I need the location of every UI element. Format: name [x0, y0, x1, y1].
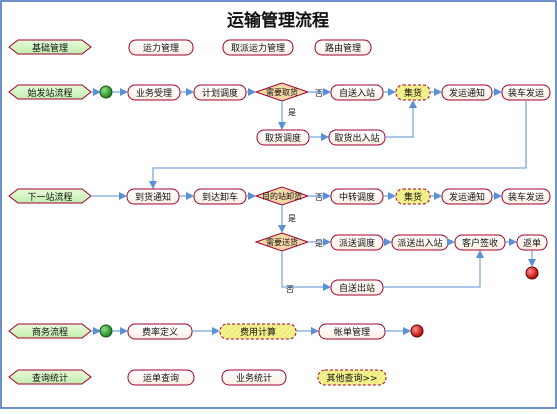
- lane-query-label: 查询统计: [32, 372, 68, 384]
- node-pickup-inbound[interactable]: 取货出入站: [328, 129, 386, 146]
- node-delivery-inout-label: 派送出入站: [397, 237, 442, 249]
- node-send-notice-origin[interactable]: 发运通知: [441, 84, 493, 101]
- node-load-ship-origin-label: 装车发运: [508, 87, 544, 99]
- node-fee-calc[interactable]: 费用计算: [219, 323, 297, 340]
- decision-need-delivery-label: 需要送货: [266, 237, 298, 247]
- node-plan-label: 计划调度: [202, 87, 238, 99]
- node-load-ship-next[interactable]: 装车发运: [501, 188, 551, 205]
- node-fee-calc-label: 费用计算: [240, 326, 276, 338]
- edge-label-no: 否: [315, 89, 323, 98]
- lane-business[interactable]: 商务流程: [8, 323, 92, 339]
- node-other-query-label: 其他查询>>: [326, 372, 377, 384]
- node-rate-define[interactable]: 费率定义: [127, 323, 193, 340]
- node-route-mgmt-label: 路由管理: [325, 42, 361, 54]
- connector: [383, 250, 484, 288]
- edge-label-yes: 是: [315, 239, 323, 248]
- diagram-title: 运输管理流程: [227, 10, 329, 31]
- node-route-mgmt[interactable]: 路由管理: [314, 39, 372, 56]
- start-node: [99, 324, 113, 338]
- node-bill-mgmt-label: 帐单管理: [334, 326, 370, 338]
- node-self-pickup[interactable]: 自送出站: [330, 279, 384, 296]
- edge-label-yes: 是: [288, 214, 296, 223]
- lane-query[interactable]: 查询统计: [8, 369, 92, 385]
- node-load-ship-next-label: 装车发运: [508, 191, 544, 203]
- node-other-query[interactable]: 其他查询>>: [317, 369, 387, 386]
- node-arrive-unload[interactable]: 到达卸车: [193, 188, 247, 205]
- node-return-doc-label: 返单: [523, 237, 541, 249]
- lane-basic[interactable]: 基础管理: [8, 39, 92, 55]
- node-arrival-notice-label: 到货通知: [135, 191, 171, 203]
- node-pickup-dispatch[interactable]: 取货调度: [256, 129, 310, 146]
- node-customer-sign[interactable]: 客户签收: [454, 234, 506, 251]
- node-load-ship-origin[interactable]: 装车发运: [501, 84, 551, 101]
- node-self-delivery[interactable]: 自送入站: [330, 84, 384, 101]
- node-accept-label: 业务受理: [136, 87, 172, 99]
- node-capacity-mgmt-label: 运力管理: [143, 42, 179, 54]
- end-node: [410, 324, 424, 338]
- node-return-doc[interactable]: 返单: [516, 234, 548, 251]
- node-send-notice-next-label: 发运通知: [449, 191, 485, 203]
- node-business-stats[interactable]: 业务统计: [221, 369, 287, 386]
- node-business-stats-label: 业务统计: [236, 372, 272, 384]
- lane-origin[interactable]: 始发站流程: [8, 84, 92, 100]
- edge-label-no: 否: [286, 285, 294, 294]
- node-arrival-notice[interactable]: 到货通知: [126, 188, 180, 205]
- node-consolidate-origin-label: 集货: [404, 87, 422, 99]
- node-send-notice-next[interactable]: 发运通知: [441, 188, 493, 205]
- node-delivery-dispatch-label: 派送调度: [339, 237, 375, 249]
- node-pickup-dispatch-label: 取货调度: [265, 132, 301, 144]
- edge-label-no: 否: [315, 193, 323, 202]
- start-node: [99, 85, 113, 99]
- node-delivery-inout[interactable]: 派送出入站: [391, 234, 449, 251]
- edge-label-yes: 是: [288, 108, 296, 117]
- node-waybill-query-label: 运单查询: [143, 372, 179, 384]
- node-delivery-dispatch[interactable]: 派送调度: [330, 234, 384, 251]
- node-dispatch-capacity-mgmt[interactable]: 取派运力管理: [222, 39, 294, 56]
- node-accept[interactable]: 业务受理: [127, 84, 181, 101]
- node-transfer-dispatch[interactable]: 中转调度: [330, 188, 384, 205]
- connector: [385, 100, 417, 138]
- lane-next[interactable]: 下一站流程: [8, 188, 92, 204]
- node-send-notice-origin-label: 发运通知: [449, 87, 485, 99]
- lane-basic-label: 基础管理: [32, 42, 68, 54]
- lane-origin-label: 始发站流程: [27, 87, 72, 99]
- node-consolidate-next[interactable]: 集货: [395, 188, 431, 205]
- node-arrive-unload-label: 到达卸车: [202, 191, 238, 203]
- lane-business-label: 商务流程: [32, 326, 68, 338]
- node-consolidate-next-label: 集货: [404, 191, 422, 203]
- end-node: [525, 266, 539, 280]
- node-waybill-query[interactable]: 运单查询: [127, 369, 195, 386]
- decision-dest-station-label: 目的站卸货: [262, 191, 302, 201]
- node-consolidate-origin[interactable]: 集货: [395, 84, 431, 101]
- node-dispatch-capacity-mgmt-label: 取派运力管理: [231, 42, 285, 54]
- node-self-pickup-label: 自送出站: [339, 282, 375, 294]
- lane-next-label: 下一站流程: [27, 191, 72, 203]
- node-transfer-dispatch-label: 中转调度: [339, 191, 375, 203]
- connector: [149, 100, 527, 189]
- node-customer-sign-label: 客户签收: [462, 237, 498, 249]
- node-bill-mgmt[interactable]: 帐单管理: [318, 323, 386, 340]
- connector: [281, 251, 331, 291]
- node-self-delivery-label: 自送入站: [339, 87, 375, 99]
- node-plan[interactable]: 计划调度: [193, 84, 247, 101]
- node-rate-define-label: 费率定义: [142, 326, 178, 338]
- decision-need-pickup-label: 需要取货: [266, 87, 298, 97]
- node-pickup-inbound-label: 取货出入站: [334, 132, 379, 144]
- node-capacity-mgmt[interactable]: 运力管理: [128, 39, 194, 56]
